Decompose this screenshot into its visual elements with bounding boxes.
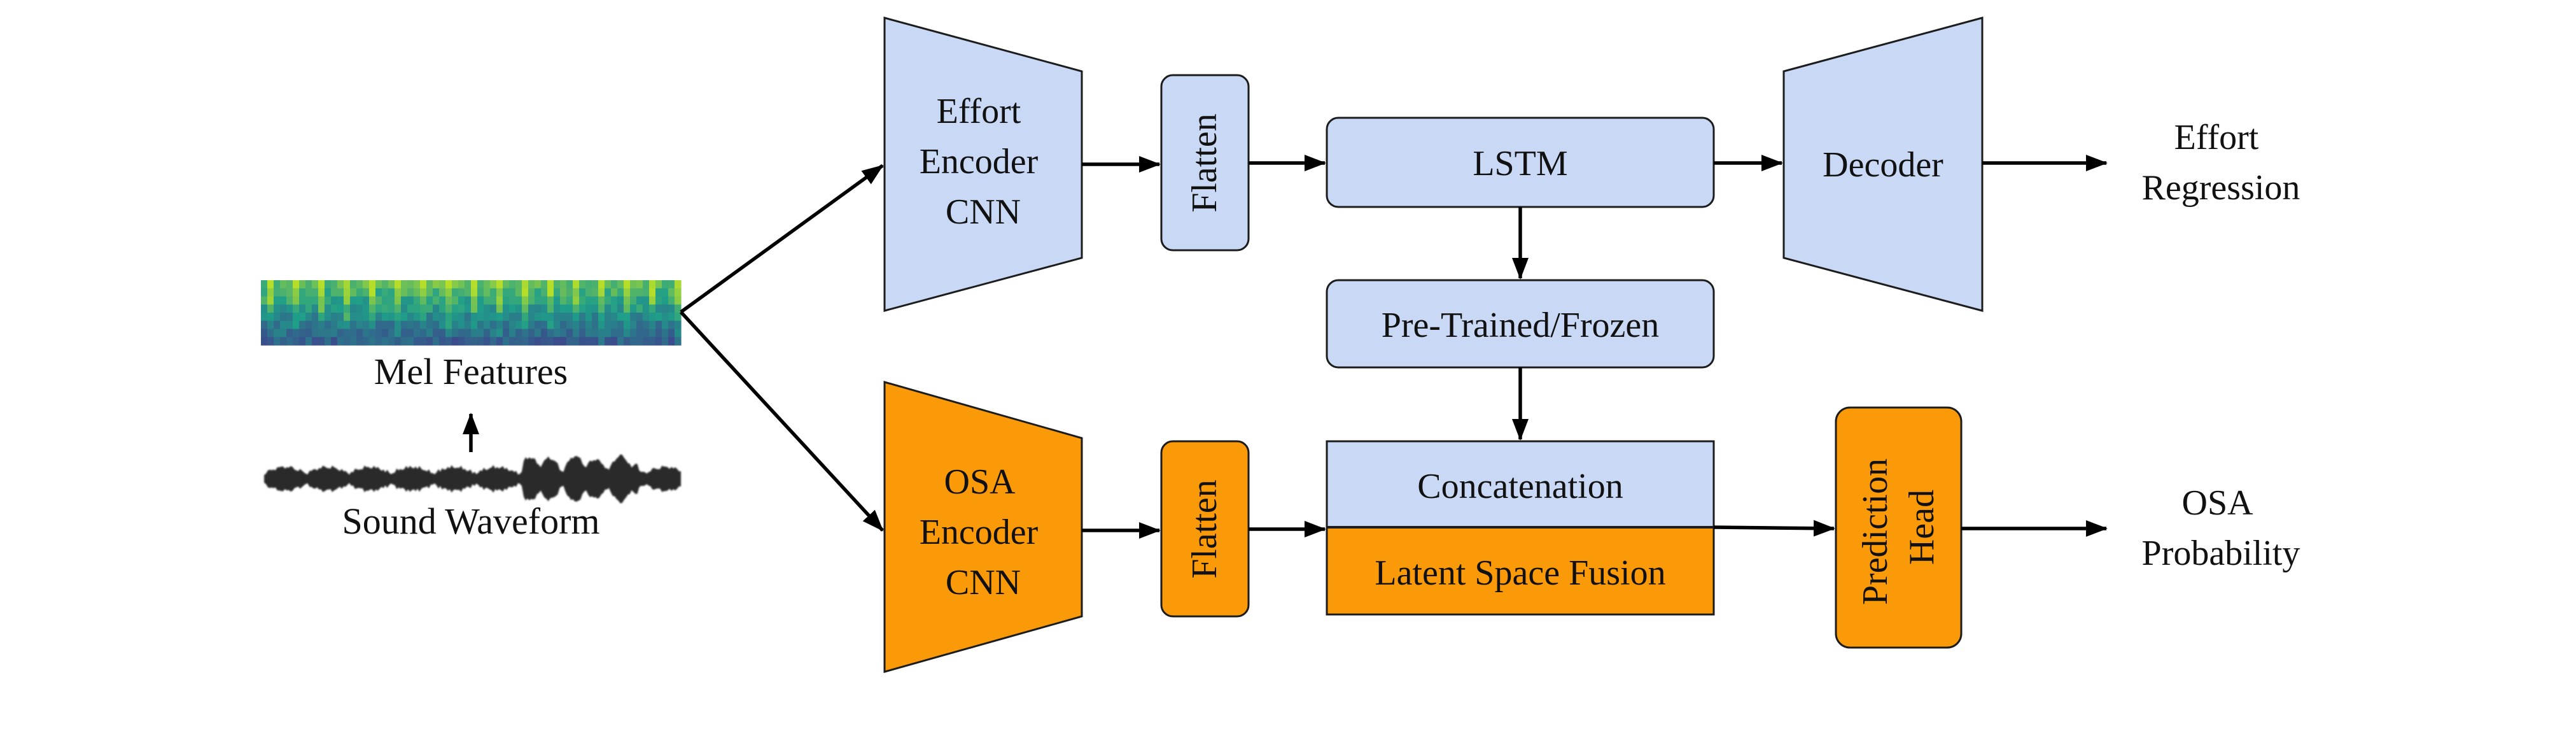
lstm-label: LSTM	[1473, 144, 1567, 183]
prediction-head-box	[1835, 406, 1963, 649]
mel-spectrogram	[261, 280, 682, 346]
effort-flatten-label: Flatten	[1185, 113, 1224, 213]
osa-probability-output: OSA Probability	[2142, 483, 2300, 573]
effort-encoder-cnn	[883, 17, 1083, 312]
osa-encoder-cnn	[883, 381, 1083, 673]
arrow-input-to-osa-encoder	[679, 311, 885, 532]
osa-encoder-label: OSA Encoder CNN	[920, 462, 1047, 602]
arrow-fusion-to-head	[1713, 520, 1835, 537]
decoder-label: Decoder	[1823, 145, 1943, 185]
pretrained-frozen-label: Pre-Trained/Frozen	[1382, 306, 1660, 345]
osa-flatten-label: Flatten	[1185, 479, 1224, 579]
sound-waveform-icon	[264, 454, 681, 504]
effort-encoder-label: Effort Encoder CNN	[920, 92, 1047, 232]
decoder	[1782, 17, 1984, 312]
sound-waveform-label: Sound Waveform	[342, 500, 599, 542]
prediction-head-label: Prediction Head	[1856, 450, 1942, 605]
concatenation-box	[1326, 440, 1715, 529]
latent-space-fusion-label: Latent Space Fusion	[1375, 553, 1665, 593]
concatenation-label: Concatenation	[1417, 467, 1623, 506]
latent-space-fusion-box	[1326, 526, 1715, 616]
fusion-block	[1326, 440, 1715, 616]
arrow-input-to-effort-encoder	[680, 164, 884, 314]
mel-features-label: Mel Features	[374, 351, 568, 392]
effort-regression-output: Effort Regression	[2142, 118, 2300, 208]
